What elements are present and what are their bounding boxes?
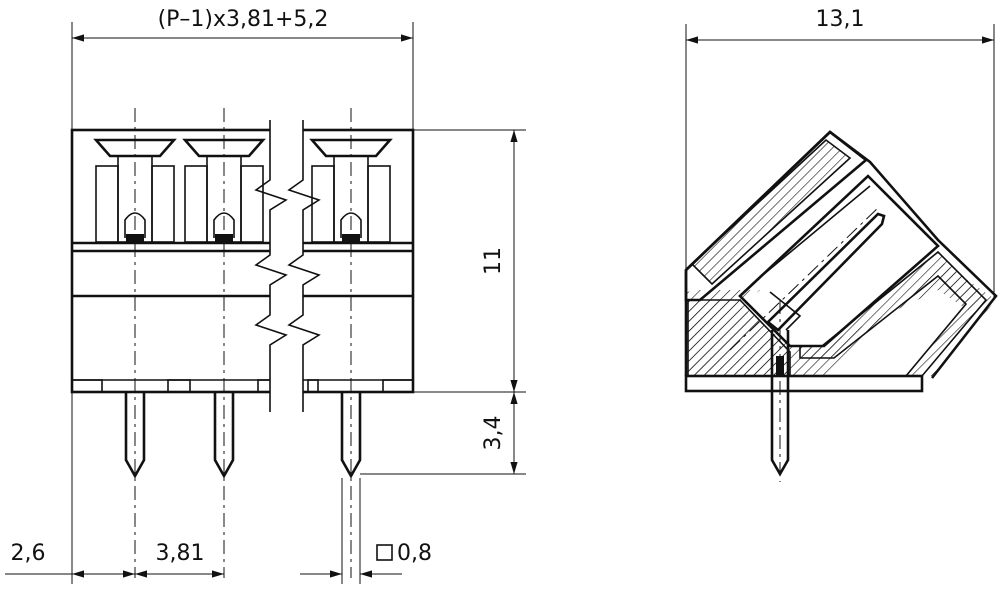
side-right-wing (799, 250, 988, 377)
side-upper-wall (690, 138, 852, 286)
centerlines (134, 108, 352, 578)
side-cavity (738, 174, 940, 348)
pin-3 (340, 392, 362, 479)
dimension-total-width: (P–1)x3,81+5,2 (71, 7, 414, 130)
dimension-pitch-label: 3,81 (156, 541, 205, 566)
break-lines (254, 120, 321, 412)
dimension-depth-label: 13,1 (816, 7, 865, 32)
dimension-edge-offset-label: 2,6 (11, 541, 46, 566)
front-view: (P–1)x3,81+5,2 11 3,4 2,6 3,81 (5, 7, 526, 584)
front-view-left-section (70, 128, 270, 394)
dimension-total-width-label: (P–1)x3,81+5,2 (158, 7, 329, 32)
pin-2 (213, 392, 235, 479)
dimension-pin-length: 3,4 (360, 392, 526, 475)
front-pole-1 (93, 138, 177, 243)
dimension-pin-size-label: 0,8 (397, 541, 432, 566)
side-base (684, 374, 924, 393)
side-view: 13,1 (684, 7, 998, 482)
dimension-depth: 13,1 (685, 7, 995, 340)
dimension-height: 11 (413, 129, 526, 393)
side-contact-blade (766, 212, 886, 332)
dimension-height-label: 11 (481, 247, 506, 275)
dimension-edge-offset: 2,6 (5, 392, 135, 584)
dimension-pin-size: 0,8 (300, 478, 432, 584)
dimension-pin-length-label: 3,4 (481, 416, 506, 451)
side-lower-block (687, 299, 791, 377)
dimension-pitch: 3,81 (135, 541, 224, 578)
square-symbol-icon (376, 544, 393, 561)
front-pins (124, 392, 362, 479)
front-pole-2 (182, 138, 266, 243)
pin-1 (124, 392, 146, 479)
